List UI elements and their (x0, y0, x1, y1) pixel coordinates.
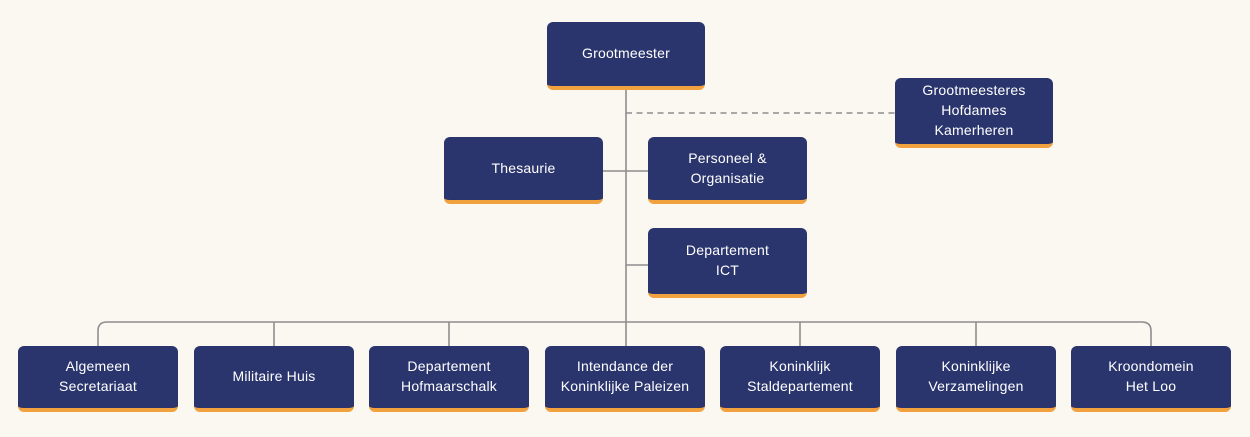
node-departement-ict: Departement ICT (648, 228, 807, 298)
node-label: Algemeen Secretariaat (59, 358, 137, 394)
node-departement-hofmaarschalk: Departement Hofmaarschalk (369, 346, 529, 412)
node-label: Personeel & Organisatie (688, 149, 767, 186)
node-militaire-huis: Militaire Huis (194, 346, 354, 412)
node-label: Militaire Huis (232, 368, 316, 385)
node-kroondomein-het-loo: Kroondomein Het Loo (1071, 346, 1231, 412)
node-label: Departement Hofmaarschalk (401, 358, 497, 394)
departments-rail-connector (97, 321, 1152, 346)
node-personeel-organisatie: Personeel & Organisatie (648, 137, 807, 204)
node-label: Thesaurie (491, 159, 556, 176)
node-label: Departement ICT (685, 242, 770, 278)
node-label: Grootmeesteres Hofdames Kamerheren (922, 82, 1026, 138)
node-label: Kroondomein Het Loo (1108, 358, 1194, 394)
node-label: Koninklijk Staldepartement (747, 358, 853, 394)
node-label: Koninklijke Verzamelingen (928, 358, 1024, 394)
node-koninklijke-verzamelingen: Koninklijke Verzamelingen (896, 346, 1056, 412)
node-grootmeesteres-hofdames-kamerheren: Grootmeesteres Hofdames Kamerheren (895, 78, 1053, 148)
node-thesaurie: Thesaurie (444, 137, 603, 204)
node-label: Grootmeester (582, 45, 670, 62)
node-koninklijk-staldepartement: Koninklijk Staldepartement (720, 346, 880, 412)
node-intendance-koninklijke-paleizen: Intendance der Koninklijke Paleizen (545, 346, 705, 412)
node-label: Intendance der Koninklijke Paleizen (560, 358, 690, 394)
node-grootmeester: Grootmeester (547, 22, 705, 90)
node-algemeen-secretariaat: Algemeen Secretariaat (18, 346, 178, 412)
